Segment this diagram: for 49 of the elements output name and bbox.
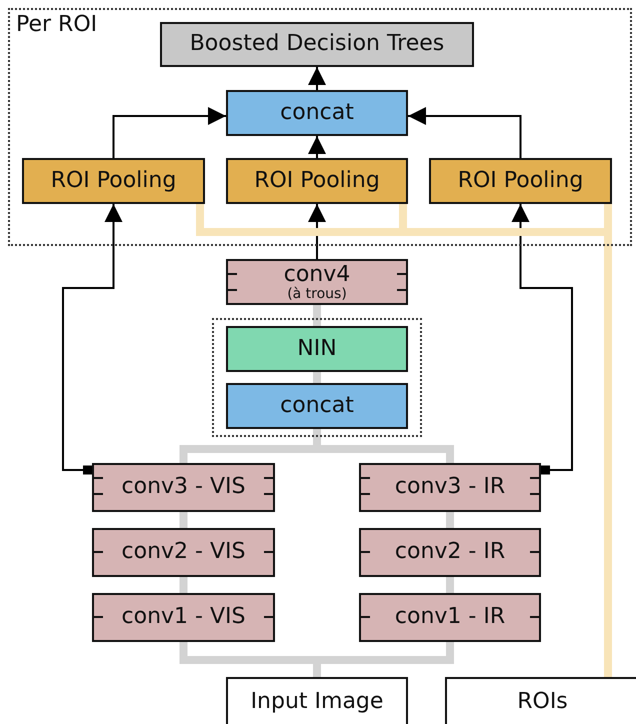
arrow <box>62 204 122 474</box>
arrow <box>512 204 573 474</box>
box-label: Boosted Decision Trees <box>190 32 444 57</box>
box-label: conv1 - VIS <box>122 605 246 630</box>
box-label: conv1 - IR <box>394 605 506 630</box>
process-box <box>226 383 408 429</box>
group-heading: Per ROI <box>16 12 98 37</box>
box-sublabel: (à trous) <box>287 287 347 302</box>
box-label: ROI Pooling <box>458 168 584 194</box>
box-label: ROIs <box>517 690 568 714</box>
dotted-group-box <box>8 8 632 246</box>
box-label: concat <box>280 394 354 418</box>
arrow <box>408 107 522 158</box>
conv-layer-box <box>92 463 275 512</box>
connector-line <box>446 577 454 593</box>
box-label: conv4 <box>284 262 350 287</box>
arrow <box>308 136 326 158</box>
box-label: conv2 - IR <box>394 540 506 565</box>
conv-layer-box <box>359 593 541 642</box>
conv-layer-box <box>359 528 541 577</box>
arrow <box>308 67 326 90</box>
conv-layer-box <box>92 528 275 577</box>
arrow <box>308 204 326 259</box>
input-box <box>445 677 636 724</box>
process-box <box>160 22 474 67</box>
box-label: NIN <box>297 336 337 362</box>
roi-pooling-box <box>226 158 408 204</box>
connector-line <box>313 372 321 383</box>
process-box <box>226 90 408 136</box>
box-label: conv3 - VIS <box>122 475 246 500</box>
process-box <box>226 326 408 372</box>
box-label: conv3 - IR <box>394 475 506 500</box>
input-box <box>226 677 408 724</box>
conv-layer-box <box>226 259 408 305</box>
connector-line <box>446 512 454 528</box>
box-label: Input Image <box>250 690 384 714</box>
conv-layer-box <box>359 463 541 512</box>
box-label: ROI Pooling <box>50 168 176 194</box>
dotted-group-box <box>212 318 422 437</box>
box-label: concat <box>280 100 354 126</box>
roi-pooling-box <box>429 158 612 204</box>
connector-line <box>313 305 321 326</box>
conv-layer-box <box>92 593 275 642</box>
arrow <box>112 107 226 158</box>
box-label: conv2 - VIS <box>122 540 246 565</box>
roi-pooling-box <box>22 158 205 204</box>
connector-line <box>180 512 188 528</box>
box-label: ROI Pooling <box>254 168 380 194</box>
connector-line <box>180 577 188 593</box>
